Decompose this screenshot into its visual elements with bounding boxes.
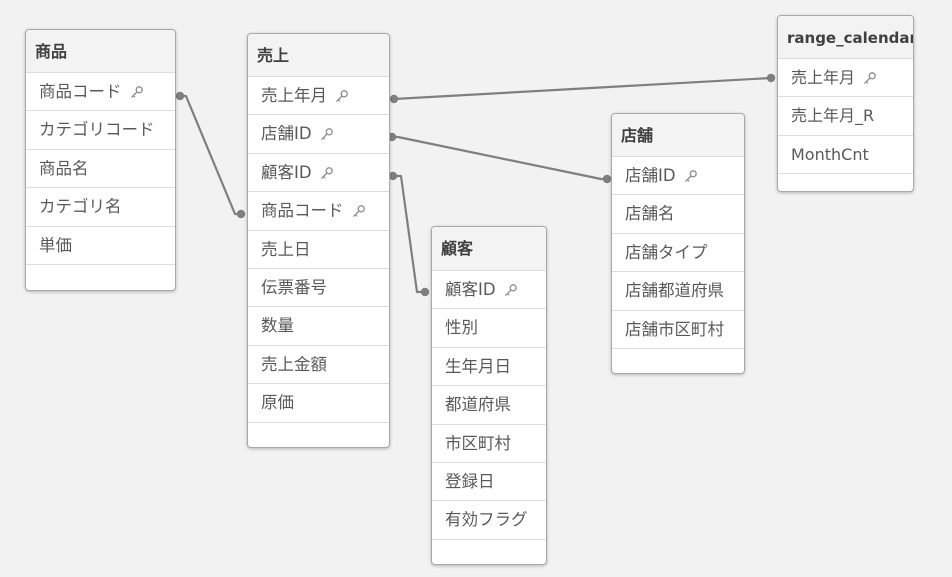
field-row[interactable]: MonthCnt [778, 134, 913, 173]
link-uriage-range[interactable] [392, 76, 773, 101]
table-card-tenpo[interactable]: 店舗店舗ID 店舗名店舗タイプ店舗都道府県店舗市区町村 [611, 113, 745, 374]
field-label: 店舗名 [625, 204, 675, 224]
field-label: 商品コード [261, 201, 344, 221]
key-icon [504, 283, 518, 297]
field-row[interactable]: 伝票番号 [248, 267, 389, 306]
empty-row [248, 421, 389, 446]
field-row[interactable]: 性別 [432, 308, 546, 346]
field-row[interactable]: 店舗市区町村 [612, 309, 744, 348]
field-label: 生年月日 [445, 356, 511, 376]
field-label: 店舗ID [625, 166, 676, 185]
table-card-shohin[interactable]: 商品商品コードカテゴリコード商品名カテゴリ名単価 [25, 29, 176, 291]
key-icon [130, 85, 144, 99]
field-label: 売上金額 [261, 354, 327, 374]
field-label: 登録日 [445, 471, 495, 491]
field-label: 市区町村 [445, 433, 511, 453]
field-row[interactable]: 原価 [248, 383, 389, 421]
table-title: 店舗 [612, 114, 744, 156]
field-row[interactable]: 有効フラグ [432, 500, 546, 538]
table-title: range_calendar [778, 16, 913, 58]
field-row[interactable]: 店舗タイプ [612, 232, 744, 271]
field-row[interactable]: 数量 [248, 306, 389, 344]
link-endpoint [388, 171, 398, 181]
field-row[interactable]: 生年月日 [432, 346, 546, 385]
link-uriage-tenpo[interactable] [390, 135, 609, 181]
table-title: 売上 [248, 34, 389, 76]
field-row[interactable]: 商品名 [26, 148, 175, 187]
field-label: 店舗タイプ [625, 242, 708, 262]
link-endpoint [389, 94, 399, 104]
field-label: 売上年月 [791, 68, 856, 87]
link-endpoint [602, 174, 612, 184]
field-row[interactable]: 顧客ID [432, 270, 546, 308]
key-icon [320, 166, 334, 180]
field-row[interactable]: 商品コード [248, 191, 389, 229]
field-row[interactable]: 店舗ID [612, 156, 744, 194]
field-label: 商品コード [39, 82, 122, 101]
table-title: 商品 [26, 30, 175, 72]
key-icon [352, 204, 366, 218]
field-label: 売上年月 [261, 86, 327, 105]
link-endpoint [236, 209, 246, 219]
field-label: 商品名 [39, 158, 89, 178]
link-endpoint [766, 73, 776, 83]
field-row[interactable]: 売上年月 [778, 58, 913, 96]
field-label: 有効フラグ [445, 510, 528, 530]
field-row[interactable]: 売上金額 [248, 344, 389, 383]
field-label: 伝票番号 [261, 277, 327, 297]
field-row[interactable]: 店舗都道府県 [612, 271, 744, 309]
field-row[interactable]: 都道府県 [432, 385, 546, 423]
table-card-range-calendar[interactable]: range_calendar 売上年月売上年月_R MonthCnt [777, 15, 914, 192]
empty-row [432, 538, 546, 564]
field-row[interactable]: 顧客ID [248, 152, 389, 191]
empty-row [26, 263, 175, 288]
table-card-kokyaku[interactable]: 顧客顧客ID 性別生年月日都道府県市区町村登録日有効フラグ [431, 226, 547, 565]
field-label: 数量 [261, 316, 294, 336]
field-label: 店舗都道府県 [625, 281, 724, 301]
field-row[interactable]: カテゴリ名 [26, 187, 175, 225]
field-row[interactable]: 店舗名 [612, 194, 744, 232]
link-uriage-kokyaku[interactable] [391, 174, 427, 294]
empty-row [778, 173, 913, 191]
field-row[interactable]: 単価 [26, 225, 175, 264]
field-label: 顧客ID [445, 280, 496, 299]
link-endpoint [175, 91, 185, 101]
field-label: 売上年月_R [791, 106, 875, 126]
field-label: 原価 [261, 393, 294, 413]
field-label: 店舗ID [261, 124, 312, 144]
link-endpoint [420, 287, 430, 297]
field-row[interactable]: 店舗ID [248, 114, 389, 152]
field-label: 都道府県 [445, 395, 511, 415]
field-label: 性別 [445, 318, 478, 338]
field-row[interactable]: 登録日 [432, 461, 546, 500]
field-label: MonthCnt [791, 144, 869, 164]
field-row[interactable]: 商品コード [26, 72, 175, 110]
key-icon [320, 127, 334, 141]
field-label: カテゴリコード [39, 120, 155, 140]
field-label: カテゴリ名 [39, 197, 122, 217]
field-label: 売上日 [261, 239, 311, 259]
field-label: 単価 [39, 235, 72, 255]
table-card-uriage[interactable]: 売上売上年月店舗ID 顧客ID 商品コード売上日伝票番号数量売上金額原価 [247, 33, 390, 448]
field-row[interactable]: 市区町村 [432, 423, 546, 462]
field-label: 店舗市区町村 [625, 319, 724, 339]
field-row[interactable]: 売上年月 [248, 76, 389, 114]
field-row[interactable]: カテゴリコード [26, 110, 175, 148]
field-row[interactable]: 売上日 [248, 229, 389, 268]
field-row[interactable]: 売上年月_R [778, 96, 913, 134]
key-icon [863, 71, 877, 85]
key-icon [335, 89, 349, 103]
field-label: 顧客ID [261, 162, 312, 182]
key-icon [684, 169, 698, 183]
link-shohin-uriage[interactable] [178, 94, 243, 216]
table-title: 顧客 [432, 227, 546, 270]
empty-row [612, 347, 744, 372]
